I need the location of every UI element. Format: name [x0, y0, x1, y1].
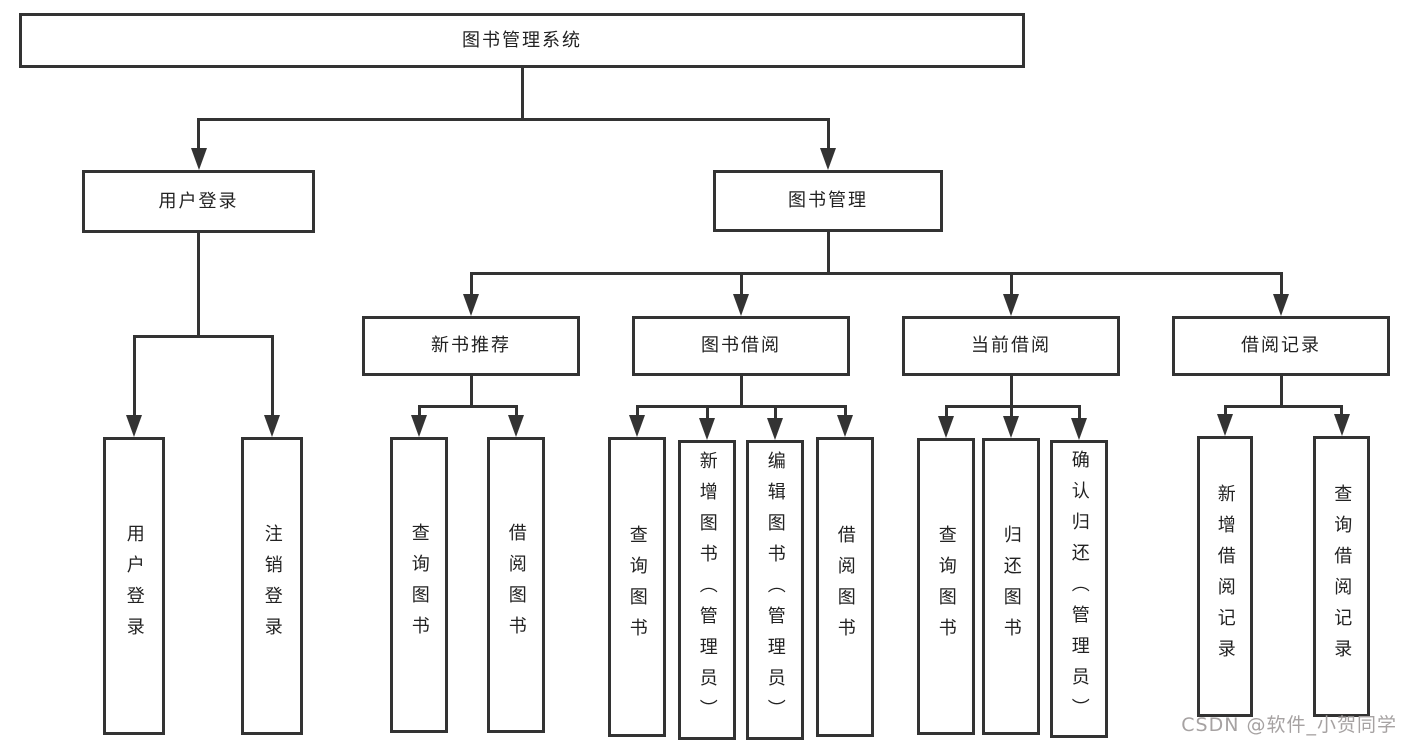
connector-line: [1009, 405, 1013, 418]
node-nbr-borrow-book-label: 借阅图书: [505, 523, 527, 647]
node-br-add-record: 新增借阅记录: [1197, 436, 1253, 717]
arrow-down-icon: [411, 415, 427, 437]
connector-line: [469, 272, 1283, 275]
node-logout-op-label: 注销登录: [261, 524, 283, 648]
node-bb-query-book: 查询图书: [608, 437, 666, 737]
connector-line: [132, 335, 274, 338]
node-nbr-query-book-label: 查询图书: [408, 523, 430, 647]
arrow-down-icon: [508, 415, 524, 437]
arrow-down-icon: [1003, 294, 1019, 316]
node-book-borrow: 图书借阅: [632, 316, 850, 376]
node-user-login-op-label: 用户登录: [123, 524, 145, 648]
connector-line: [417, 405, 518, 408]
connector-line: [469, 376, 473, 408]
node-bb-query-book-label: 查询图书: [626, 525, 648, 649]
connector-line: [1279, 272, 1283, 296]
connector-line: [1077, 405, 1081, 420]
node-user-login-op: 用户登录: [103, 437, 165, 735]
connector-line: [1223, 405, 1343, 408]
connector-line: [739, 376, 743, 408]
node-cb-return-book: 归还图书: [982, 438, 1040, 735]
csdn-watermark: CSDN @软件_小贺同学: [1181, 714, 1397, 736]
connector-line: [944, 405, 948, 418]
connector-line: [1009, 376, 1013, 408]
node-system-label: 图书管理系统: [462, 29, 582, 51]
node-borrow-records: 借阅记录: [1172, 316, 1390, 376]
node-book-mgmt: 图书管理: [713, 170, 943, 232]
node-bb-borrow-book-label: 借阅图书: [834, 525, 856, 649]
node-bb-add-book: 新增图书（管理员）: [678, 440, 736, 740]
node-bb-edit-book: 编辑图书（管理员）: [746, 440, 804, 740]
connector-line: [773, 405, 777, 420]
connector-line: [132, 335, 136, 417]
arrow-down-icon: [733, 294, 749, 316]
arrow-down-icon: [126, 415, 142, 437]
connector-line: [635, 405, 639, 417]
node-cb-query-book-label: 查询图书: [935, 524, 957, 649]
arrow-down-icon: [1071, 418, 1087, 440]
arrow-down-icon: [629, 415, 645, 437]
node-borrow-records-label: 借阅记录: [1241, 335, 1321, 357]
node-logout-op: 注销登录: [241, 437, 303, 735]
connector-line: [705, 405, 709, 420]
node-current-borrow: 当前借阅: [902, 316, 1120, 376]
connector-line: [197, 118, 830, 121]
node-book-borrow-label: 图书借阅: [701, 335, 781, 357]
arrow-down-icon: [820, 148, 836, 170]
node-cb-confirm-return: 确认归还（管理员）: [1050, 440, 1108, 738]
arrow-down-icon: [190, 148, 207, 170]
connector-line: [514, 405, 518, 417]
arrow-down-icon: [699, 418, 715, 440]
connector-line: [270, 335, 274, 417]
node-bb-add-book-label: 新增图书（管理员）: [696, 450, 718, 730]
arrow-down-icon: [264, 415, 280, 437]
connector-line: [469, 272, 473, 296]
connector-line: [1340, 405, 1343, 416]
connector-line: [1279, 376, 1283, 408]
connector-line: [826, 232, 830, 275]
node-cb-return-book-label: 归还图书: [1000, 524, 1022, 649]
connector-line: [1223, 405, 1227, 416]
node-br-query-record: 查询借阅记录: [1313, 436, 1370, 717]
node-system: 图书管理系统: [19, 13, 1025, 68]
arrow-down-icon: [463, 294, 479, 316]
arrow-down-icon: [767, 418, 783, 440]
node-new-book-rec-label: 新书推荐: [431, 335, 511, 357]
node-new-book-rec: 新书推荐: [362, 316, 580, 376]
node-current-borrow-label: 当前借阅: [971, 335, 1051, 357]
node-cb-confirm-return-label: 确认归还（管理员）: [1068, 449, 1090, 729]
node-bb-edit-book-label: 编辑图书（管理员）: [764, 450, 786, 730]
arrow-down-icon: [1217, 414, 1233, 436]
arrow-down-icon: [1333, 414, 1350, 436]
connector-line: [1009, 272, 1013, 296]
arrow-down-icon: [837, 415, 853, 437]
node-br-add-record-label: 新增借阅记录: [1214, 483, 1236, 670]
node-nbr-query-book: 查询图书: [390, 437, 448, 733]
connector-line: [520, 68, 524, 121]
node-br-query-record-label: 查询借阅记录: [1331, 483, 1353, 670]
connector-line: [739, 272, 743, 296]
connector-line: [197, 118, 200, 150]
connector-line: [944, 405, 1081, 408]
connector-line: [843, 405, 847, 417]
connector-line: [417, 405, 421, 417]
node-user-login: 用户登录: [82, 170, 315, 233]
arrow-down-icon: [938, 416, 954, 438]
connector-line: [197, 233, 200, 338]
node-user-login-label: 用户登录: [158, 190, 239, 212]
node-bb-borrow-book: 借阅图书: [816, 437, 874, 737]
arrow-down-icon: [1003, 416, 1019, 438]
connector-line: [826, 118, 830, 150]
node-cb-query-book: 查询图书: [917, 438, 975, 735]
node-book-mgmt-label: 图书管理: [788, 190, 868, 212]
arrow-down-icon: [1273, 294, 1289, 316]
node-nbr-borrow-book: 借阅图书: [487, 437, 545, 733]
connector-line: [635, 405, 847, 408]
